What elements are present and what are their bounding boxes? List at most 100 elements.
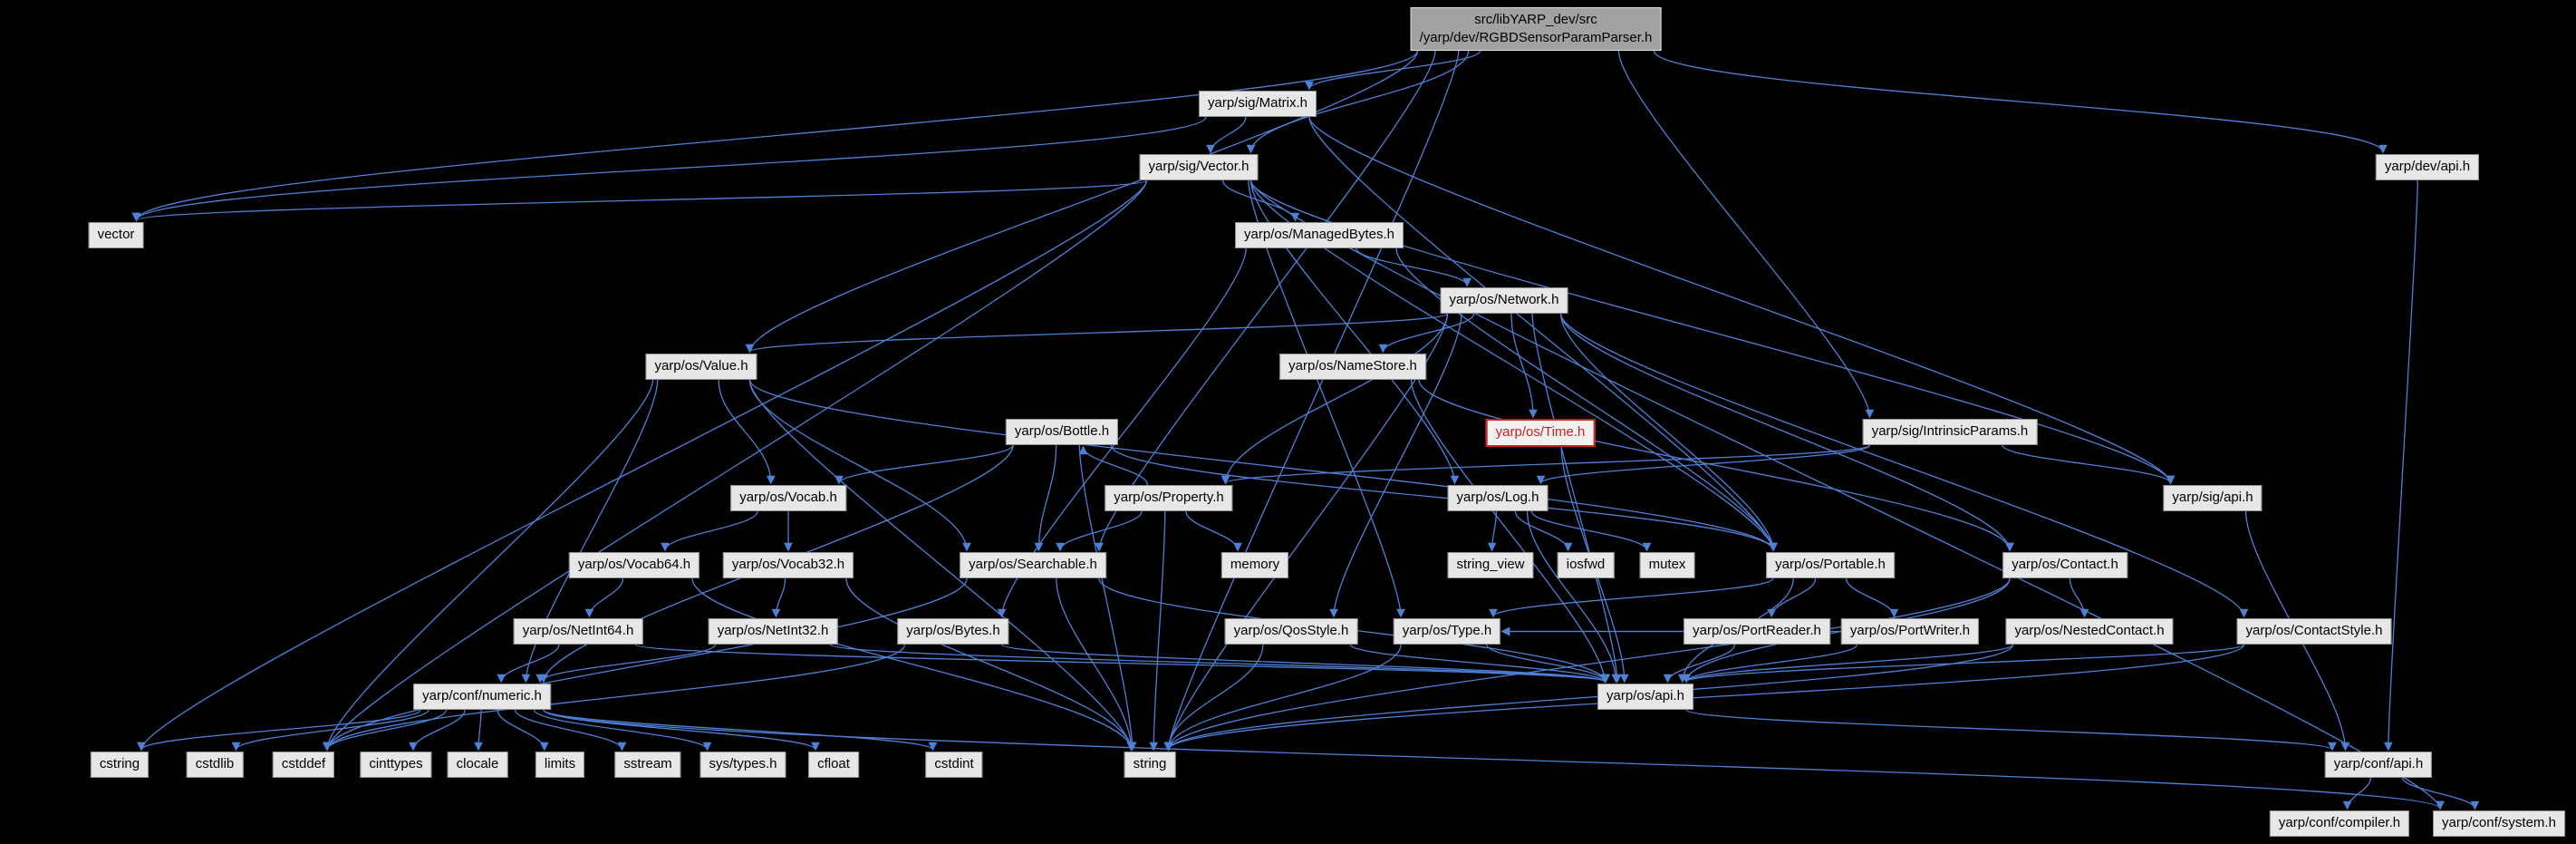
include-edge-netint32--conf_numeric [535,644,717,684]
graph-node-vocab64[interactable]: yarp/os/Vocab64.h [568,552,700,578]
graph-node-memory_std: memory [1220,552,1289,578]
include-edge-conf_numeric--sstream_std [514,709,627,752]
include-edge-value--vocab [718,379,776,485]
graph-node-value[interactable]: yarp/os/Value.h [645,354,757,380]
include-edge-value--cstddef_std [323,379,654,752]
graph-node-dev_api[interactable]: yarp/dev/api.h [2375,154,2480,180]
include-edge-rgbd_header--vector_std [131,50,1419,222]
include-edge-sig_vector--cstddef_std [323,179,1148,752]
graph-node-conf_numeric[interactable]: yarp/conf/numeric.h [413,684,551,710]
include-edge-conf_api--conf_compiler [2342,777,2372,810]
include-edge-intrinsic_params--sig_api [2002,444,2176,485]
include-edge-network--property [1220,313,1449,485]
include-edge-conf_numeric--cfloat_std [543,709,820,752]
include-edge-intrinsic_params--property [1220,444,1871,485]
include-edge-portable--type [1489,577,1774,618]
include-edge-sig_vector--type [1248,179,1405,618]
graph-node-contact_style[interactable]: yarp/os/ContactStyle.h [2236,618,2392,645]
graph-node-name_store[interactable]: yarp/os/NameStore.h [1279,354,1426,380]
include-edge-bytes--cstddef_std [323,644,906,752]
graph-node-sig_api[interactable]: yarp/sig/api.h [2163,485,2262,511]
graph-node-cfloat_std: cfloat [808,752,859,778]
graph-node-bytes[interactable]: yarp/os/Bytes.h [897,618,1009,645]
include-edge-sig_vector--sig_api [1249,179,2176,485]
graph-node-string_view_std: string_view [1447,552,1534,578]
include-edge-conf_numeric--cstring_std [137,709,421,752]
include-edge-netint32--os_api [829,644,1609,684]
include-edge-network--string_std [1163,313,1449,752]
include-edge-vocab64--string_std [691,577,1136,752]
include-edge-name_store--contact [1418,379,2014,552]
graph-node-netint32[interactable]: yarp/os/NetInt32.h [708,618,838,645]
graph-node-sig_vector[interactable]: yarp/sig/Vector.h [1139,154,1259,180]
include-edge-type--string_std [1163,644,1402,752]
graph-node-conf_api[interactable]: yarp/conf/api.h [2324,752,2433,778]
include-edge-bottle--string_std [1078,444,1137,752]
graph-node-intrinsic_params[interactable]: yarp/sig/IntrinsicParams.h [1862,419,2038,445]
include-edge-property--bottle [1078,445,1149,486]
include-edge-network--time [1510,313,1538,419]
graph-node-vocab32[interactable]: yarp/os/Vocab32.h [722,552,854,578]
include-edge-bytes--os_api [1000,644,1609,684]
include-edge-sig_matrix--portable [1308,116,1778,552]
include-edge-conf_numeric--conf_system [543,709,2445,810]
graph-node-port_reader[interactable]: yarp/os/PortReader.h [1684,618,1830,645]
graph-node-vocab[interactable]: yarp/os/Vocab.h [730,485,846,511]
graph-node-searchable[interactable]: yarp/os/Searchable.h [960,552,1106,578]
include-edge-network--qos_style [1329,313,1462,618]
include-edge-bottle--vocab [835,444,1014,485]
include-edge-sig_matrix--vector_std [131,116,1207,222]
include-edge-contact--nested_contact [2069,577,2089,618]
include-edge-network--contact [1559,313,2014,552]
include-edge-name_store--os_api [1410,379,1609,684]
graph-node-iosfwd_std: iosfwd [1557,552,1615,578]
include-edge-searchable--string_std [1056,577,1136,752]
include-edge-qos_style--os_api [1349,644,1609,684]
graph-node-managed_bytes[interactable]: yarp/os/ManagedBytes.h [1235,222,1404,248]
graph-node-sys_types_std: sys/types.h [699,752,786,778]
graph-node-nested_contact[interactable]: yarp/os/NestedContact.h [2005,618,2174,645]
include-edge-managed_bytes--portable [1395,247,1778,552]
graph-node-contact[interactable]: yarp/os/Contact.h [2002,552,2127,578]
include-edge-conf_api--conf_system [2401,777,2480,810]
include-edge-property--searchable [1056,510,1143,552]
include-edge-log--string_view_std [1487,510,1498,552]
include-edge-log--iosfwd_std [1514,510,1573,552]
graph-node-property[interactable]: yarp/os/Property.h [1105,485,1233,511]
include-edge-sig_vector--managed_bytes [1221,179,1300,222]
graph-node-cstring_std: cstring [90,752,150,778]
include-edge-bottle--portable [1110,444,1778,552]
graph-node-vector_std: vector [88,222,144,248]
include-edge-property--string_std [1149,510,1166,752]
include-edge-value--searchable [748,379,971,552]
include-edge-conf_numeric--cstddef_std [323,709,448,752]
include-edge-qos_style--string_std [1163,644,1264,752]
graph-node-qos_style[interactable]: yarp/os/QosStyle.h [1224,618,1358,645]
include-edge-contact_style--string_std [1163,644,2245,752]
graph-node-bottle[interactable]: yarp/os/Bottle.h [1005,419,1119,445]
graph-node-network[interactable]: yarp/os/Network.h [1440,287,1568,314]
include-edge-contact_style--os_api [1682,644,2245,684]
include-edge-netint64--conf_numeric [497,644,560,684]
graph-node-port_writer[interactable]: yarp/os/PortWriter.h [1840,618,1980,645]
include-edge-rgbd_header--value [745,50,1419,354]
graph-node-netint64[interactable]: yarp/os/NetInt64.h [513,618,643,645]
include-edge-conf_numeric--cstdlib_std [231,709,429,752]
include-edge-rgbd_header--string_std [1163,50,1460,752]
graph-node-time[interactable]: yarp/os/Time.h [1485,419,1596,447]
include-edge-sig_matrix--sig_vector [1206,116,1247,154]
include-edge-rgbd_header--searchable [1095,50,1436,552]
include-edge-contact--string_std [1163,577,2011,752]
include-edge-rgbd_header--sig_matrix [1305,50,1481,91]
graph-node-portable[interactable]: yarp/os/Portable.h [1766,552,1895,578]
graph-node-type[interactable]: yarp/os/Type.h [1393,618,1501,645]
graph-node-os_api[interactable]: yarp/os/api.h [1597,684,1693,710]
graph-node-conf_system[interactable]: yarp/conf/system.h [2433,810,2565,837]
include-edge-conf_numeric--cinttypes_std [409,709,466,752]
graph-node-sig_matrix[interactable]: yarp/sig/Matrix.h [1198,91,1317,117]
include-edge-sig_vector--vector_std [132,179,1148,222]
graph-node-conf_compiler[interactable]: yarp/conf/compiler.h [2269,810,2410,837]
include-edge-vocab32--netint32 [771,577,786,618]
graph-node-log[interactable]: yarp/os/Log.h [1447,485,1548,511]
include-edge-portable--port_reader [1767,577,1817,618]
